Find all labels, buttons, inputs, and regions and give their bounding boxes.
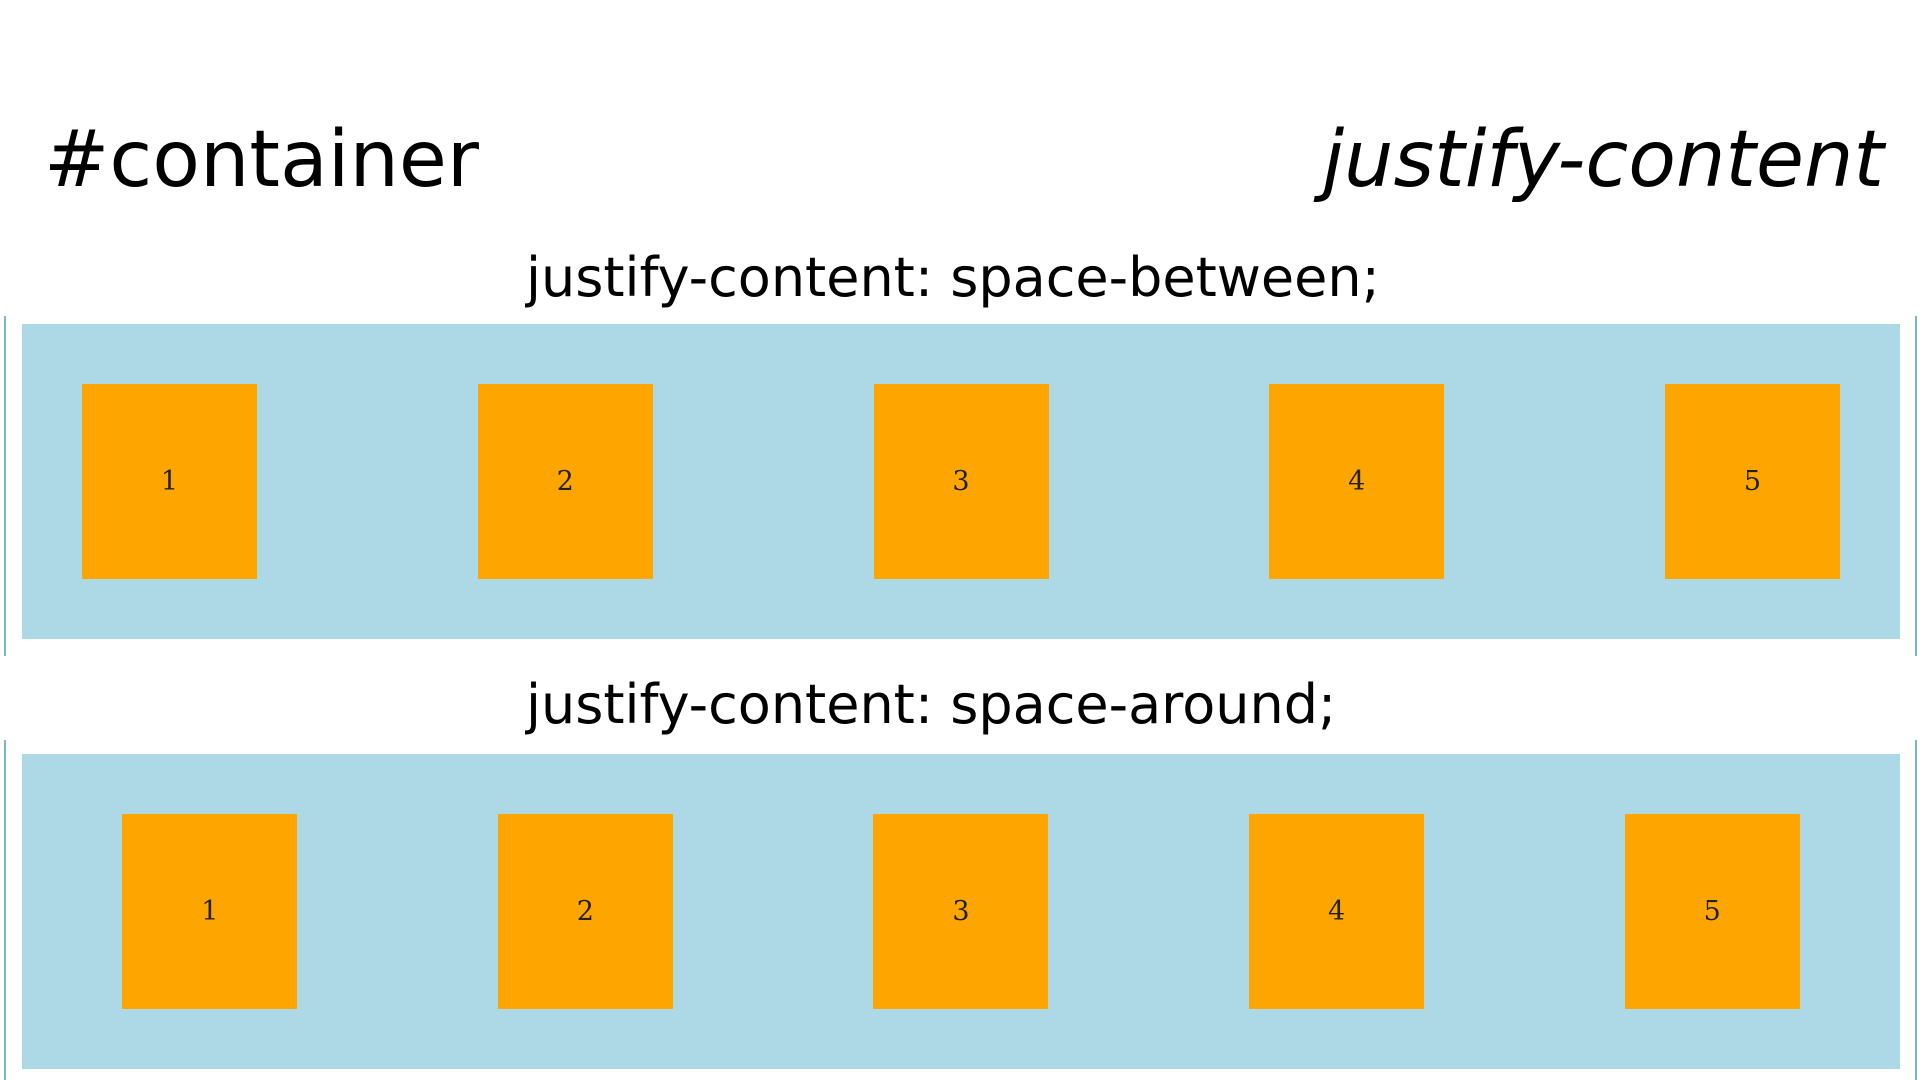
right-edge-line [1915, 316, 1917, 656]
flex-item: 2 [497, 814, 673, 1009]
flex-item: 5 [1624, 814, 1800, 1009]
left-edge-line [4, 740, 6, 1080]
flex-item: 2 [477, 384, 653, 579]
flex-item: 4 [1249, 814, 1425, 1009]
flex-item: 1 [82, 384, 257, 579]
slide-title: #container [44, 115, 479, 205]
caption-space-around-text: justify-content: space-around; [526, 673, 1337, 736]
flex-item: 3 [873, 384, 1049, 579]
container-space-around: 1 2 3 4 5 [22, 754, 1900, 1069]
caption-space-around: justify-content: space-around; [0, 670, 1920, 740]
left-edge-line [4, 316, 6, 656]
caption-space-between: justify-content: space-between; [0, 243, 1920, 313]
flex-item: 3 [873, 814, 1049, 1009]
slide-topic: justify-content [1322, 115, 1884, 205]
caption-space-between-text: justify-content: space-between; [526, 246, 1380, 309]
container-space-between: 1 2 3 4 5 [22, 324, 1900, 639]
flex-item: 5 [1665, 384, 1840, 579]
flex-item: 4 [1269, 384, 1445, 579]
right-edge-line [1915, 740, 1917, 1080]
flex-item: 1 [122, 814, 298, 1009]
